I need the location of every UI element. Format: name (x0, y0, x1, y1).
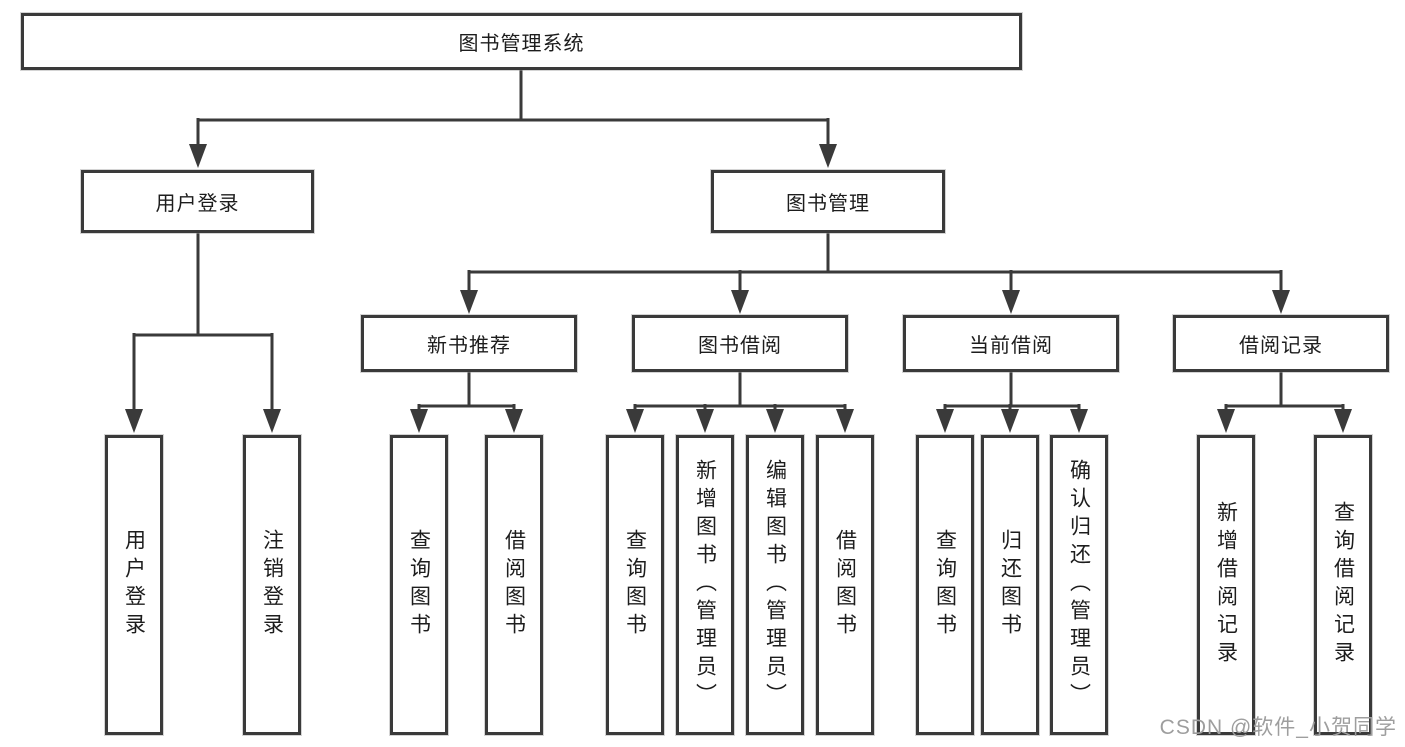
leaf-add-borrow-record: 新增借阅记录 (1197, 435, 1255, 735)
node-label: 查询借阅记录 (1331, 501, 1355, 669)
node-label: 借阅记录 (1239, 335, 1323, 357)
leaf-query-borrow-record: 查询借阅记录 (1314, 435, 1372, 735)
node-label: 查询图书 (933, 529, 957, 641)
node-label: 用户登录 (122, 529, 146, 641)
node-book-borrow: 图书借阅 (632, 315, 848, 372)
node-label: 查询图书 (623, 529, 647, 641)
node-current-borrow: 当前借阅 (903, 315, 1119, 372)
node-label: 图书管理系统 (458, 33, 585, 55)
node-label: 查询图书 (407, 529, 431, 641)
node-new-book-recommend: 新书推荐 (361, 315, 577, 372)
node-book-management: 图书管理 (711, 170, 945, 233)
leaf-add-books-admin: 新增图书（管理员） (676, 435, 734, 735)
node-label: 新增图书（管理员） (693, 459, 717, 711)
leaf-edit-books-admin: 编辑图书（管理员） (746, 435, 804, 735)
node-label: 图书借阅 (698, 335, 782, 357)
csdn-watermark: CSDN @软件_小贺同学 (1159, 716, 1397, 739)
node-label: 借阅图书 (502, 529, 526, 641)
leaf-user-login: 用户登录 (105, 435, 163, 735)
leaf-logout: 注销登录 (243, 435, 301, 735)
leaf-return-books: 归还图书 (981, 435, 1039, 735)
leaf-query-books-borrow: 查询图书 (606, 435, 664, 735)
node-label: 注销登录 (260, 529, 284, 641)
node-label: 归还图书 (998, 529, 1022, 641)
node-label: 新书推荐 (427, 335, 511, 357)
leaf-query-books-recommend: 查询图书 (390, 435, 448, 735)
node-label: 用户登录 (155, 193, 240, 215)
node-user-login: 用户登录 (81, 170, 314, 233)
leaf-borrow-books-recommend: 借阅图书 (485, 435, 543, 735)
node-borrow-records: 借阅记录 (1173, 315, 1389, 372)
node-label: 当前借阅 (969, 335, 1053, 357)
leaf-confirm-return-admin: 确认归还（管理员） (1050, 435, 1108, 735)
leaf-borrow-books: 借阅图书 (816, 435, 874, 735)
node-label: 确认归还（管理员） (1067, 459, 1091, 711)
leaf-query-books-current: 查询图书 (916, 435, 974, 735)
node-system-root: 图书管理系统 (21, 13, 1022, 70)
node-label: 图书管理 (786, 193, 870, 215)
node-label: 借阅图书 (833, 529, 857, 641)
node-label: 编辑图书（管理员） (763, 459, 787, 711)
node-label: 新增借阅记录 (1214, 501, 1238, 669)
